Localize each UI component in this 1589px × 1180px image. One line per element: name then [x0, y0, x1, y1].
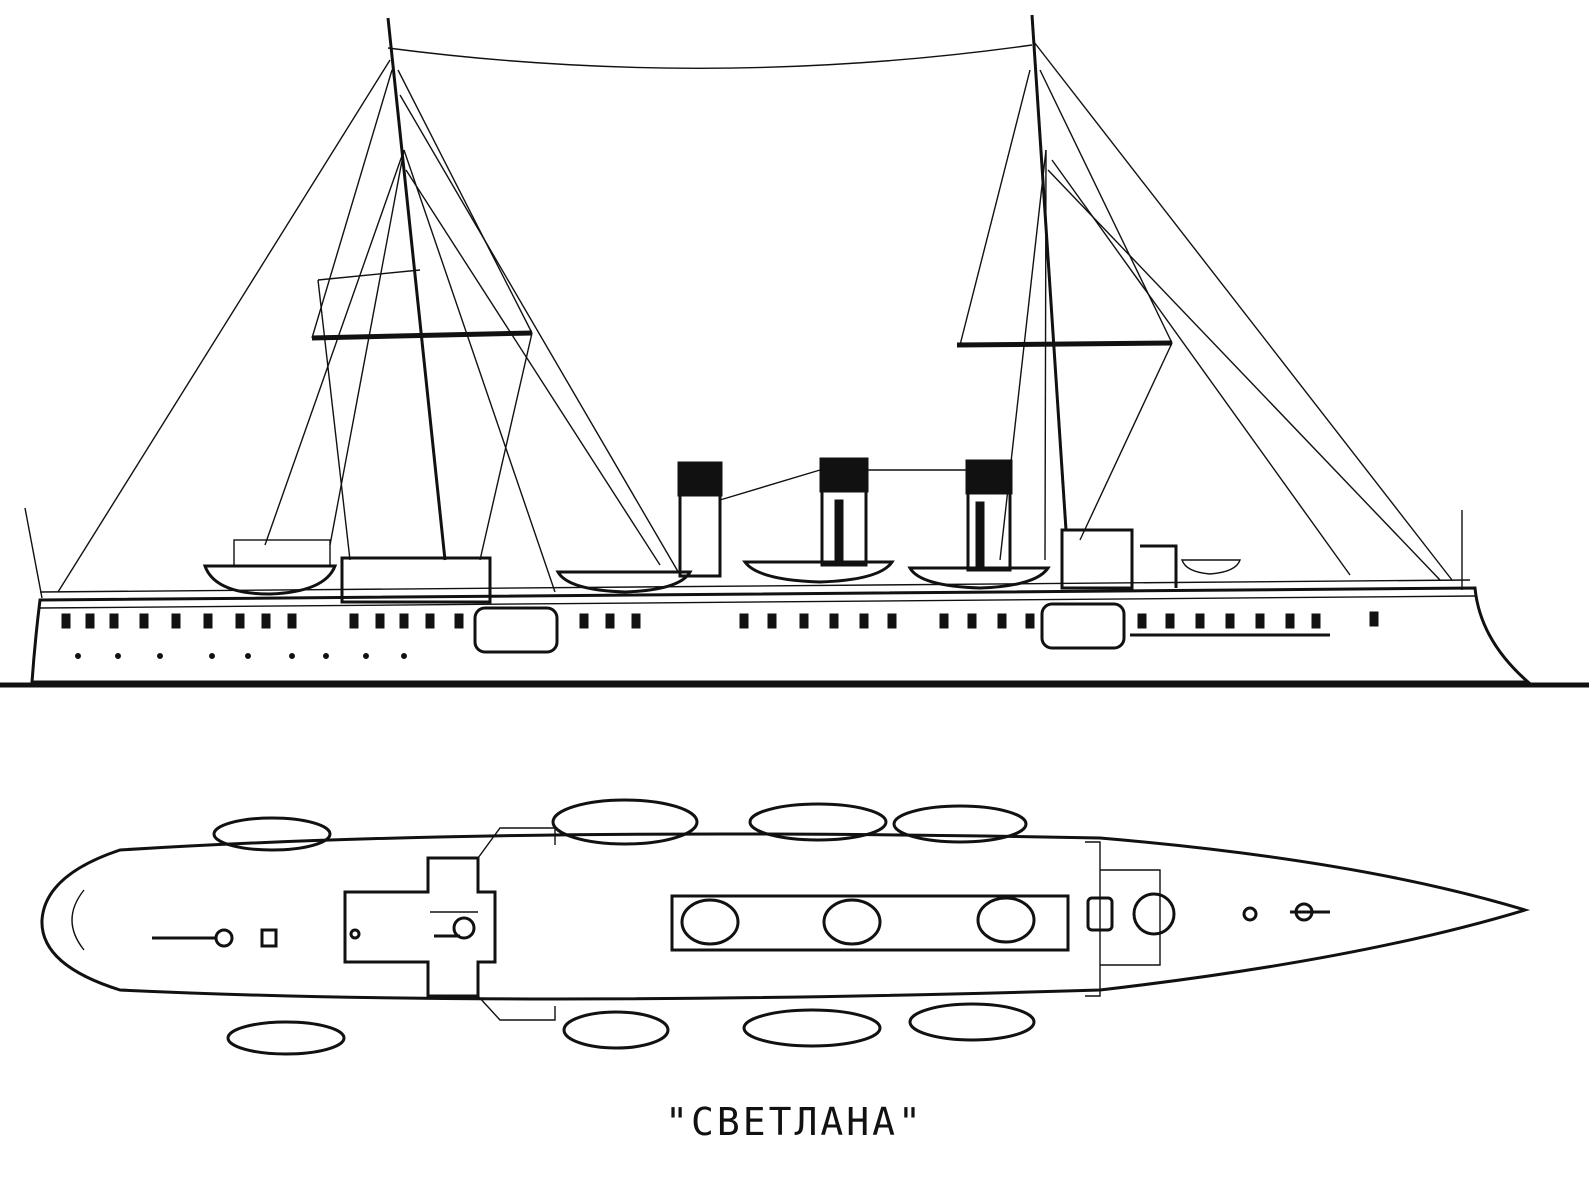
fore-boat [202, 564, 338, 596]
aft-boat [1181, 559, 1241, 575]
portholes [61, 611, 1379, 629]
funnel-3-top [976, 896, 1036, 944]
aft-casemate [1040, 602, 1126, 650]
fore-deckhouse [343, 856, 497, 998]
ship-name-caption: "СВЕТЛАНА" [665, 1100, 924, 1144]
lower-portholes [75, 653, 407, 659]
fore-bridge [340, 556, 492, 604]
fore-casemate [473, 606, 559, 654]
plan-hull [40, 832, 1531, 1001]
funnel-1-top [680, 898, 740, 946]
fore-mast [386, 17, 447, 561]
boat-1 [555, 570, 693, 594]
deck-line [39, 595, 1476, 609]
aft-bridge [1060, 528, 1134, 590]
bulwark-line [39, 579, 1471, 593]
boat-2 [742, 560, 895, 584]
plan-stern-rail [71, 889, 85, 951]
deck-plan-view [40, 798, 1531, 1056]
funnel-2-top [822, 898, 882, 946]
main-mast [1030, 14, 1068, 531]
funnels [677, 457, 1013, 578]
rigging [24, 41, 1463, 599]
plan-boats [212, 798, 1036, 1056]
boat-3 [907, 566, 1051, 590]
side-hull [30, 586, 1532, 684]
side-profile-view [0, 14, 1589, 688]
plan-fittings [430, 827, 1161, 1021]
plan-guns [152, 892, 1330, 948]
central-superstructure [670, 894, 1070, 952]
